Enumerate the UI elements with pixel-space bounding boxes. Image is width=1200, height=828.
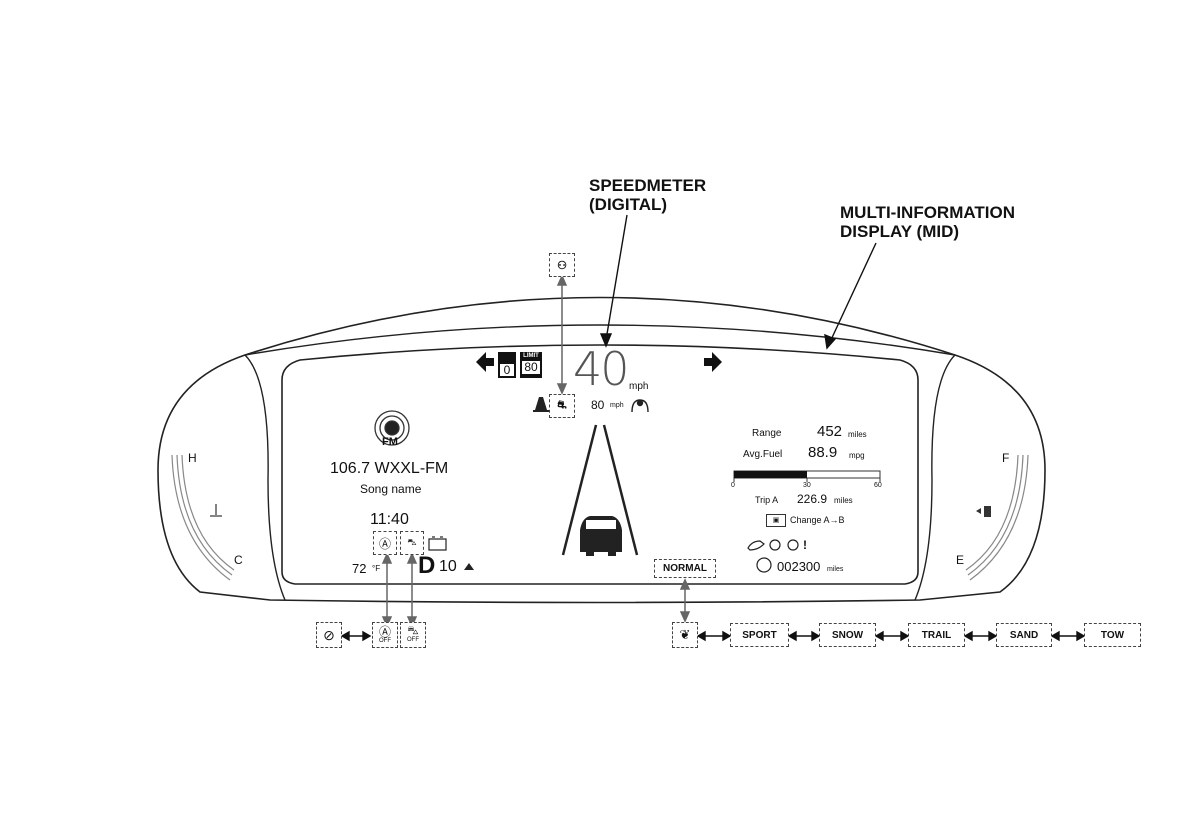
range-value: 452 — [817, 423, 843, 440]
coolant-temp-icon — [210, 504, 222, 517]
outside-temp: 72 — [352, 561, 367, 576]
avg-fuel-value: 88.9 — [808, 444, 838, 461]
song-name: Song name — [360, 482, 422, 496]
info-icon — [769, 539, 781, 551]
temp-low-label: C — [234, 553, 243, 567]
speed-limit-label: LIMIT — [523, 353, 539, 359]
immobilizer-icon — [756, 557, 772, 573]
steering-assist-off-icon: ⊘ — [316, 622, 342, 648]
cluster-hood-line — [244, 324, 956, 356]
econ-mode-icon: ❦ — [672, 622, 698, 648]
turn-signal-right-icon — [704, 352, 722, 372]
fuel-pump-icon — [976, 506, 991, 517]
clock: 11:40 — [370, 511, 409, 528]
connector-arrows — [381, 274, 691, 628]
lane-line-right — [602, 424, 639, 556]
lane-count-value: 0 — [500, 364, 514, 376]
mode-trail: TRAIL — [908, 623, 965, 647]
mode-sport: SPORT — [730, 623, 789, 647]
auto-idle-stop-icon: Ⓐ — [373, 531, 397, 555]
select-button-icon: ▣ — [766, 514, 786, 527]
temp-high-label: H — [188, 451, 197, 465]
set-speed-unit: mph — [610, 402, 624, 409]
center-screen-border — [281, 344, 919, 585]
temp-unit: °F — [372, 564, 381, 573]
lead-car-icon — [580, 516, 622, 556]
mid-status-icons — [747, 539, 799, 573]
speed-value: 40 — [573, 342, 630, 396]
odometer-unit: miles — [827, 566, 844, 573]
scale-max: 60 — [874, 482, 882, 489]
lane-departure-icon: ⚇ — [549, 253, 575, 277]
drive-mode-current: NORMAL — [654, 559, 716, 578]
auto-idle-off-text: OFF — [379, 637, 391, 644]
odometer-value: 002300 — [777, 559, 821, 574]
lane-line-left — [561, 424, 598, 556]
range-label: Range — [752, 428, 782, 439]
gear-indicator: D — [418, 552, 436, 579]
temp-gauge — [171, 454, 235, 581]
fm-radio-icon — [374, 410, 410, 446]
road-cone-icon — [533, 397, 549, 412]
speed-limit-value: 80 — [522, 361, 540, 374]
scale-mid: 30 — [803, 482, 811, 489]
speedometer-callout-line2: (DIGITAL) — [589, 195, 668, 214]
speed-unit: mph — [629, 381, 649, 392]
mid-callout-line2: DISPLAY (MID) — [840, 222, 960, 241]
vsa-off-text: OFF — [407, 637, 419, 643]
gear-number: 10 — [439, 558, 457, 575]
mid-callout: MULTI-INFORMATION DISPLAY (MID) — [840, 203, 1015, 241]
set-speed-value: 80 — [591, 398, 605, 412]
trip-unit: miles — [834, 496, 853, 505]
fuel-gauge — [965, 454, 1029, 581]
brake-icon — [787, 539, 799, 551]
range-unit: miles — [848, 430, 867, 439]
mode-tow: TOW — [1084, 623, 1141, 647]
mode-arrows — [340, 630, 1086, 642]
speedometer-callout: SPEEDMETER (DIGITAL) — [589, 176, 706, 214]
driver-attention-icon — [631, 399, 649, 413]
mode-snow: SNOW — [819, 623, 876, 647]
warning-exclaim: ! — [803, 538, 807, 552]
cluster-outer-housing — [157, 296, 1046, 604]
speed-limit-sign: LIMIT 80 — [520, 352, 542, 378]
speedometer-callout-line1: SPEEDMETER — [589, 176, 707, 195]
vsa-icon: ⛍ OFF — [400, 622, 426, 648]
battery-icon — [428, 536, 447, 551]
mode-sand: SAND — [996, 623, 1052, 647]
tire-icon — [747, 540, 765, 551]
turn-signal-left-icon — [476, 352, 494, 372]
auto-idle-stop-off-icon: Ⓐ OFF — [372, 622, 398, 648]
fuel-empty-label: E — [956, 553, 965, 567]
scale-min: 0 — [731, 482, 735, 489]
avg-fuel-unit: mpg — [849, 451, 865, 460]
trip-label: Trip A — [755, 495, 779, 505]
radio-station: 106.7 WXXL-FM — [330, 460, 449, 477]
radio-band: FM — [382, 436, 398, 448]
lane-keeping-icon: ⛐ — [549, 394, 575, 418]
left-pod-divider — [244, 354, 286, 601]
fuel-full-label: F — [1002, 451, 1010, 465]
change-trip-label: Change A→B — [790, 515, 845, 525]
right-pod-divider — [914, 354, 956, 601]
gear-up-indicator — [464, 563, 474, 570]
mid-callout-line1: MULTI-INFORMATION — [840, 203, 1015, 222]
trip-value: 226.9 — [797, 492, 828, 506]
vsa-off-icon: ⛍ — [400, 531, 424, 555]
lane-count-sign: 0 — [498, 352, 516, 378]
avg-fuel-label: Avg.Fuel — [743, 449, 783, 460]
fuel-economy-bar — [733, 470, 881, 482]
